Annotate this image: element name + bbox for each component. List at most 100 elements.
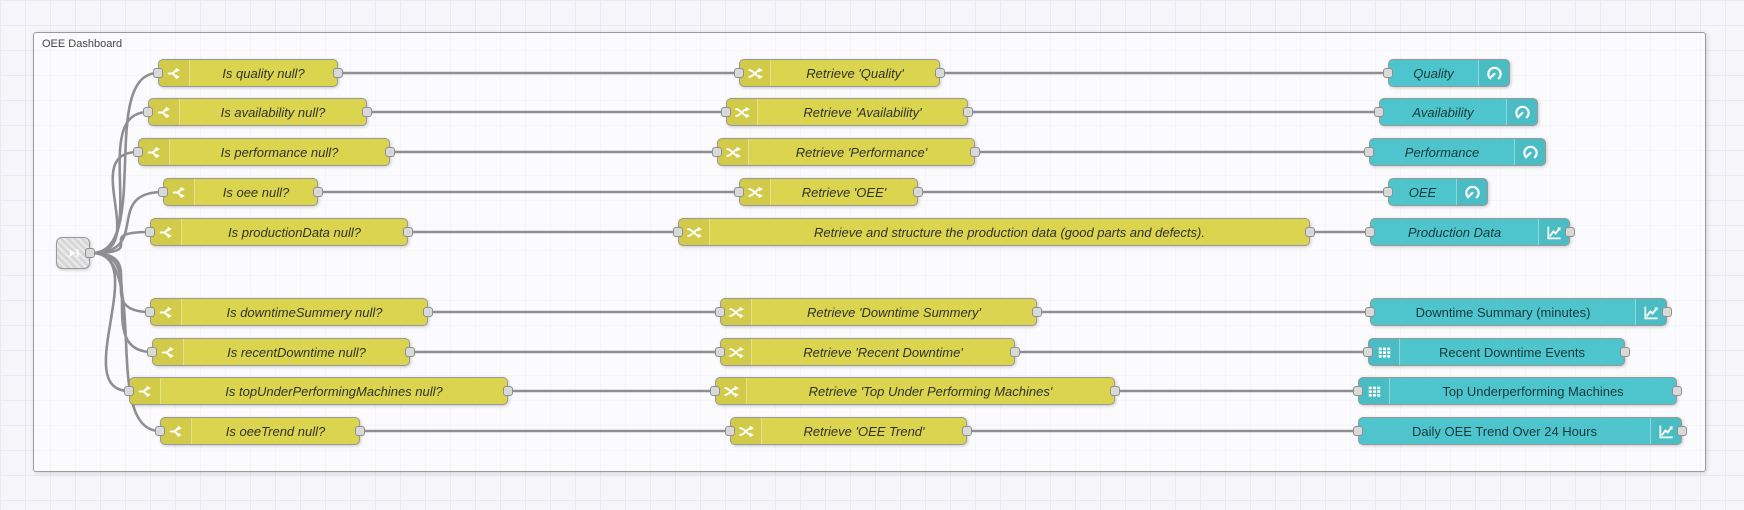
node-label: Retrieve 'Availability' <box>803 104 922 120</box>
change-node[interactable]: Retrieve 'Performance' <box>712 138 980 166</box>
output-port[interactable] <box>935 68 945 78</box>
switch-node[interactable]: Is productionData null? <box>145 218 413 246</box>
change-node[interactable]: Retrieve 'Availability' <box>721 98 973 126</box>
node-label: Production Data <box>1407 224 1502 240</box>
switch-node[interactable]: Is oee null? <box>158 178 323 206</box>
input-port[interactable] <box>1364 147 1374 157</box>
node-label: Is oee null? <box>222 184 290 200</box>
input-port[interactable] <box>710 386 720 396</box>
input-port[interactable] <box>712 147 722 157</box>
node-label: Is downtimeSummery null? <box>226 304 383 320</box>
widget-node[interactable]: Top Underperforming Machines <box>1353 377 1682 405</box>
input-port[interactable] <box>734 187 744 197</box>
output-port[interactable] <box>1032 307 1042 317</box>
output-port[interactable] <box>962 426 972 436</box>
input-port[interactable] <box>734 68 744 78</box>
shuffle-icon <box>716 378 747 404</box>
output-port[interactable] <box>1620 347 1630 357</box>
switch-node[interactable]: Is oeeTrend null? <box>155 417 365 445</box>
node-label: Retrieve 'Quality' <box>806 65 904 81</box>
table-icon <box>1359 378 1390 404</box>
input-port[interactable] <box>1374 107 1384 117</box>
widget-node[interactable]: Performance <box>1364 138 1546 166</box>
change-node[interactable]: Retrieve and structure the production da… <box>673 218 1315 246</box>
output-port[interactable] <box>1010 347 1020 357</box>
output-port[interactable] <box>913 187 923 197</box>
input-port[interactable] <box>133 147 143 157</box>
input-port[interactable] <box>124 386 134 396</box>
switch-node[interactable]: Is topUnderPerformingMachines null? <box>124 377 513 405</box>
change-node[interactable]: Retrieve 'Downtime Summery' <box>715 298 1042 326</box>
node-label: Retrieve 'Performance' <box>795 144 928 160</box>
input-port[interactable] <box>725 426 735 436</box>
change-node[interactable]: Retrieve 'OEE Trend' <box>725 417 972 445</box>
input-port[interactable] <box>1365 307 1375 317</box>
node-label: Is quality null? <box>222 65 305 81</box>
change-node[interactable]: Retrieve 'Recent Downtime' <box>715 338 1020 366</box>
input-port[interactable] <box>673 227 683 237</box>
widget-node[interactable]: Quality <box>1383 59 1510 87</box>
widget-node[interactable]: Production Data <box>1365 218 1575 246</box>
switch-node[interactable]: Is availability null? <box>143 98 372 126</box>
output-port[interactable] <box>362 107 372 117</box>
change-node[interactable]: Retrieve 'OEE' <box>734 178 923 206</box>
output-port[interactable] <box>1662 307 1672 317</box>
output-port[interactable] <box>1672 386 1682 396</box>
output-port[interactable] <box>1305 227 1315 237</box>
node-label: Retrieve 'Top Under Performing Machines' <box>808 383 1053 399</box>
switch-node[interactable]: Is downtimeSummery null? <box>145 298 433 326</box>
output-port[interactable] <box>1110 386 1120 396</box>
input-port[interactable] <box>145 307 155 317</box>
wire[interactable] <box>90 190 165 255</box>
fork-icon <box>159 60 190 86</box>
change-node[interactable]: Retrieve 'Quality' <box>734 59 945 87</box>
input-port[interactable] <box>715 307 725 317</box>
output-port[interactable] <box>405 347 415 357</box>
input-port[interactable] <box>143 107 153 117</box>
widget-node[interactable]: Downtime Summary (minutes) <box>1365 298 1672 326</box>
output-port[interactable] <box>970 147 980 157</box>
fork-icon <box>164 179 195 205</box>
input-port[interactable] <box>1365 227 1375 237</box>
wire[interactable] <box>90 251 162 433</box>
input-port[interactable] <box>158 187 168 197</box>
output-port[interactable] <box>385 147 395 157</box>
link-in-node[interactable] <box>56 237 95 269</box>
input-port[interactable] <box>721 107 731 117</box>
output-port[interactable] <box>333 68 343 78</box>
input-port[interactable] <box>155 426 165 436</box>
node-label: Retrieve and structure the production da… <box>814 224 1205 240</box>
output-port[interactable] <box>85 248 95 258</box>
switch-node[interactable]: Is quality null? <box>153 59 343 87</box>
output-port[interactable] <box>355 426 365 436</box>
input-port[interactable] <box>1353 426 1363 436</box>
fork-icon <box>151 299 182 325</box>
widget-node[interactable]: Availability <box>1374 98 1538 126</box>
output-port[interactable] <box>313 187 323 197</box>
output-port[interactable] <box>503 386 513 396</box>
input-port[interactable] <box>147 347 157 357</box>
input-port[interactable] <box>1363 347 1373 357</box>
output-port[interactable] <box>1677 426 1687 436</box>
widget-node[interactable]: Daily OEE Trend Over 24 Hours <box>1353 417 1687 445</box>
fork-icon <box>139 139 170 165</box>
input-port[interactable] <box>1383 187 1393 197</box>
switch-node[interactable]: Is performance null? <box>133 138 395 166</box>
wire[interactable] <box>90 150 140 255</box>
output-port[interactable] <box>423 307 433 317</box>
input-port[interactable] <box>153 68 163 78</box>
change-node[interactable]: Retrieve 'Top Under Performing Machines' <box>710 377 1120 405</box>
output-port[interactable] <box>1565 227 1575 237</box>
input-port[interactable] <box>145 227 155 237</box>
input-port[interactable] <box>1383 68 1393 78</box>
output-port[interactable] <box>963 107 973 117</box>
widget-node[interactable]: Recent Downtime Events <box>1363 338 1630 366</box>
switch-node[interactable]: Is recentDowntime null? <box>147 338 415 366</box>
widget-node[interactable]: OEE <box>1383 178 1488 206</box>
input-port[interactable] <box>1353 386 1363 396</box>
input-port[interactable] <box>715 347 725 357</box>
wire[interactable] <box>90 230 152 255</box>
output-port[interactable] <box>403 227 413 237</box>
line-chart-icon <box>1538 219 1569 245</box>
